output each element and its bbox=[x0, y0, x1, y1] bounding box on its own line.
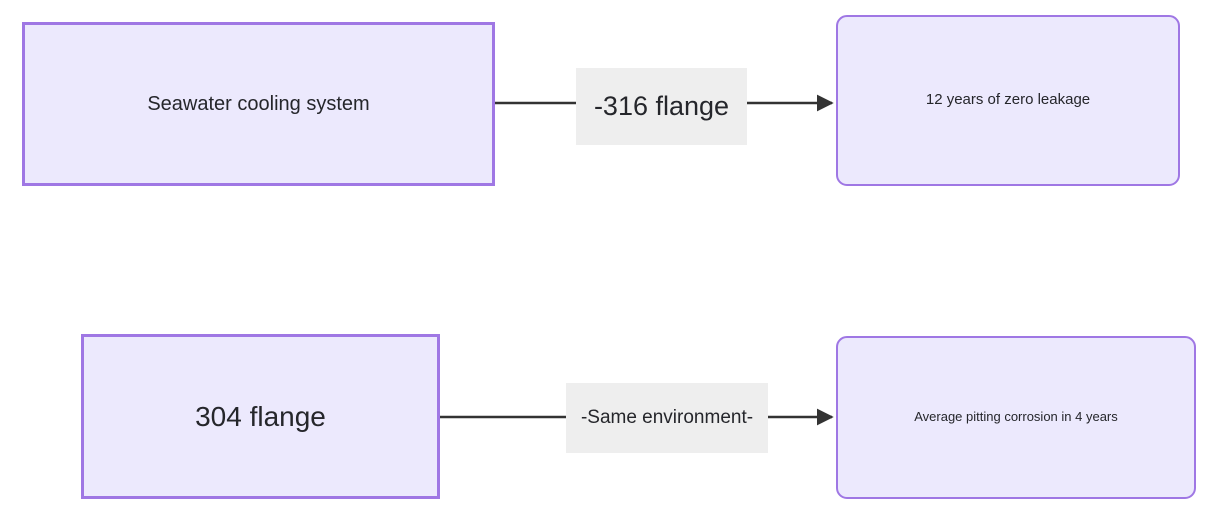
edge-label-text: -Same environment- bbox=[580, 407, 754, 428]
node-label: Average pitting corrosion in 4 years bbox=[914, 409, 1118, 425]
node-seawater-cooling-system[interactable]: Seawater cooling system bbox=[22, 22, 495, 186]
node-label: 304 flange bbox=[195, 401, 326, 432]
edge-label-316-flange: -316 flange bbox=[576, 68, 747, 145]
edge-label-text: -316 flange bbox=[593, 91, 730, 121]
edge-label-same-environment: -Same environment- bbox=[566, 383, 768, 453]
node-304-flange[interactable]: 304 flange bbox=[81, 334, 440, 499]
node-label: 12 years of zero leakage bbox=[925, 91, 1091, 109]
node-label: Seawater cooling system bbox=[147, 92, 370, 115]
node-zero-leakage-outcome[interactable]: 12 years of zero leakage bbox=[836, 15, 1180, 186]
node-pitting-corrosion-outcome[interactable]: Average pitting corrosion in 4 years bbox=[836, 336, 1196, 499]
